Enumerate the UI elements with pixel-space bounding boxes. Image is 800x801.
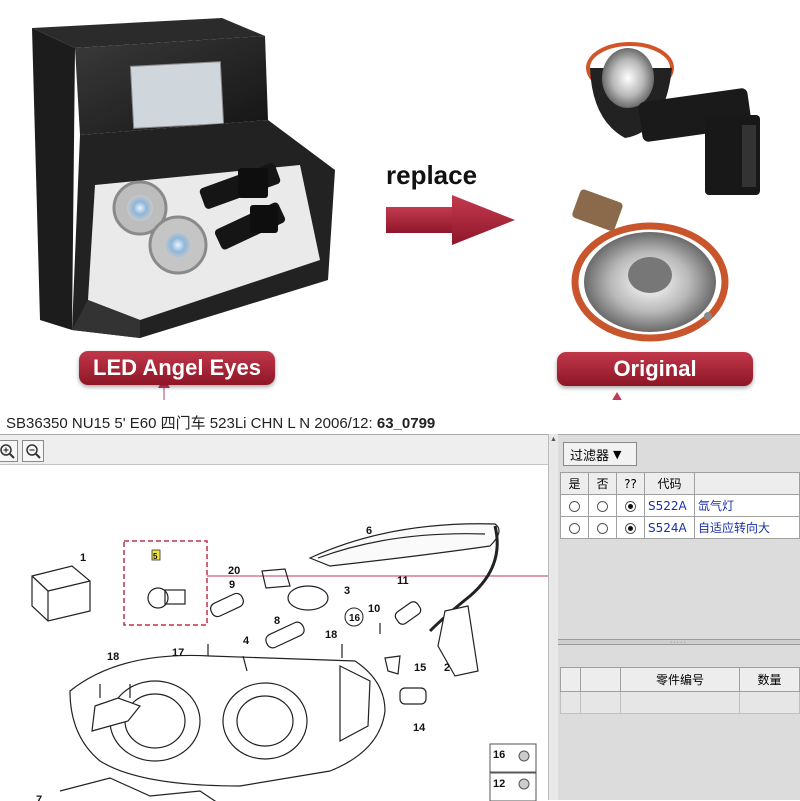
replace-label: replace [386, 160, 478, 190]
original-bulb-housing [571, 189, 729, 342]
callout-10[interactable]: 10 [368, 603, 380, 615]
col-quantity: 数量 [739, 667, 800, 692]
callout-2[interactable]: 2 [444, 662, 450, 674]
replace-arrow-icon [386, 195, 515, 245]
filter-table: 是 否 ?? 代码 S522A 氙气灯 [560, 472, 800, 539]
zoom-out-button[interactable] [22, 440, 44, 462]
catalog-title-code: 63_0799 [376, 415, 436, 432]
callout-11[interactable]: 11 [397, 575, 409, 587]
callout-16[interactable]: 16 [344, 607, 364, 627]
callout-7[interactable]: 7 [36, 794, 42, 801]
zoom-toolbar [0, 435, 548, 465]
parts-table: 零件编号 数量 [560, 667, 800, 714]
zoom-in-icon [0, 444, 15, 459]
col-yes: 是 [560, 472, 589, 495]
pane-splitter[interactable]: ····· [558, 639, 800, 646]
catalog-title-prefix: SB36350 NU15 5' E60 四门车 523Li CHN L N 20… [6, 415, 373, 432]
callout-4[interactable]: 4 [243, 635, 250, 647]
callout-6[interactable]: 6 [366, 525, 372, 537]
diagram-scrollbar[interactable]: ▲ [548, 434, 558, 800]
zoom-in-button[interactable] [0, 440, 18, 462]
col-code: 代码 [644, 472, 695, 495]
up-arrow-icon [612, 392, 622, 400]
legend-12[interactable]: 12 [493, 778, 505, 790]
table-row: S522A 氙气灯 [560, 494, 800, 517]
col-no: 否 [588, 472, 617, 495]
dropdown-arrow-icon: ▼ [613, 447, 622, 461]
col-part-number: 零件编号 [620, 667, 740, 692]
table-row: S524A 自适应转向大 [560, 516, 800, 539]
led-gift-box [32, 18, 335, 338]
headlight-exploded-diagram[interactable]: 1 2 3 4 6 7 8 9 10 11 14 15 17 18 18 20 … [0, 466, 548, 801]
product-photos [32, 18, 760, 400]
filter-button-label: 过滤器 [570, 448, 610, 464]
option-code: S524A [644, 516, 695, 539]
radio-yes[interactable] [569, 522, 580, 534]
callout-9[interactable]: 9 [229, 579, 235, 591]
diagram-pane: 1 2 3 4 6 7 8 9 10 11 14 15 17 18 18 20 … [0, 434, 548, 801]
callout-1[interactable]: 1 [80, 552, 86, 564]
catalog-title: SB36350 NU15 5' E60 四门车 523Li CHN L N 20… [6, 412, 435, 433]
callout-14[interactable]: 14 [413, 722, 426, 734]
original-socket [586, 42, 760, 195]
col-unknown: ?? [616, 472, 645, 495]
option-desc: 氙气灯 [694, 494, 800, 517]
callout-3[interactable]: 3 [344, 585, 350, 597]
radio-no[interactable] [597, 500, 608, 512]
callout-17[interactable]: 17 [172, 647, 184, 659]
callout-18b[interactable]: 18 [325, 629, 337, 641]
legend-16[interactable]: 16 [493, 749, 505, 761]
parts-catalog-window: SB36350 NU15 5' E60 四门车 523Li CHN L N 20… [0, 400, 800, 801]
original-badge: Original [557, 352, 753, 386]
option-desc: 自适应转向大 [694, 516, 800, 539]
filter-dropdown-button[interactable]: 过滤器 ▼ [563, 442, 637, 466]
radio-no[interactable] [597, 522, 608, 534]
radio-unknown[interactable] [625, 500, 636, 512]
col-desc [694, 472, 800, 495]
callout-15[interactable]: 15 [414, 662, 426, 674]
callout-5[interactable]: 5 [153, 552, 158, 561]
callout-18[interactable]: 18 [107, 651, 119, 663]
scroll-up-icon[interactable]: ▲ [550, 436, 557, 443]
product-comparison: replace LED Angel Eyes Original [0, 0, 800, 400]
zoom-out-icon [26, 444, 41, 459]
filter-pane: 过滤器 ▼ 是 否 ?? 代码 S522A 氙气灯 [558, 434, 800, 800]
table-row [560, 691, 800, 714]
callout-20[interactable]: 20 [228, 565, 240, 577]
col-blank-1 [560, 667, 581, 692]
radio-unknown[interactable] [625, 522, 636, 534]
callout-8[interactable]: 8 [274, 615, 280, 627]
svg-text:16: 16 [349, 613, 361, 624]
col-blank-2 [580, 667, 621, 692]
option-code: S522A [644, 494, 695, 517]
radio-yes[interactable] [569, 500, 580, 512]
led-angel-eyes-badge: LED Angel Eyes [79, 351, 275, 385]
